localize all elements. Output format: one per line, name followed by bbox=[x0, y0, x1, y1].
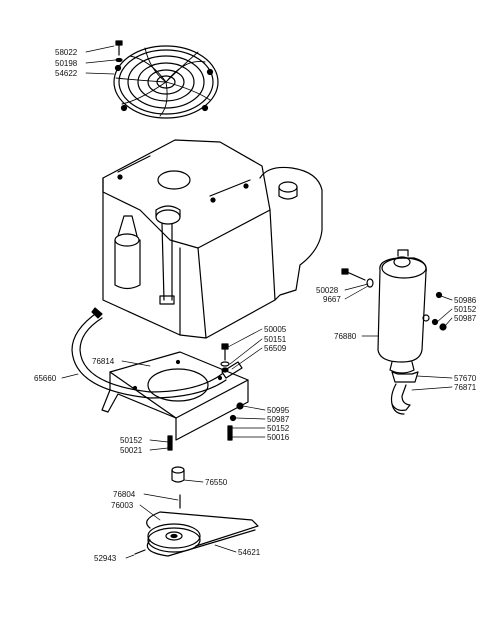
exhaust-elbow bbox=[390, 371, 419, 415]
callout-50986: 50986 bbox=[454, 296, 477, 305]
callout-65660: 65660 bbox=[34, 374, 57, 383]
muffler bbox=[377, 249, 430, 374]
callout-50152: 50152 bbox=[267, 424, 290, 433]
callout-50028: 50028 bbox=[316, 286, 339, 295]
callout-76814: 76814 bbox=[92, 357, 115, 366]
muffler-bolt bbox=[341, 268, 374, 288]
callout-50021: 50021 bbox=[120, 446, 143, 455]
fan-guard bbox=[113, 45, 219, 119]
callout-50198: 50198 bbox=[55, 59, 78, 68]
callout-58022: 58022 bbox=[55, 48, 78, 57]
callout-50151: 50151 bbox=[264, 335, 287, 344]
callout-54621: 54621 bbox=[238, 548, 261, 557]
hose bbox=[71, 307, 243, 399]
callout-76804: 76804 bbox=[113, 490, 136, 499]
callout-76880: 76880 bbox=[334, 332, 357, 341]
callout-76871: 76871 bbox=[454, 383, 477, 392]
leader-lines bbox=[61, 45, 453, 559]
callout-9667: 9667 bbox=[323, 295, 341, 304]
callout-50987: 50987 bbox=[267, 415, 290, 424]
callout-54622: 54622 bbox=[55, 69, 78, 78]
plate-bolt-stack bbox=[220, 343, 230, 373]
engine bbox=[102, 139, 323, 339]
callout-57670: 57670 bbox=[454, 374, 477, 383]
callout-50987-b: 50987 bbox=[454, 314, 477, 323]
callout-56509: 56509 bbox=[264, 344, 287, 353]
callout-50995: 50995 bbox=[267, 406, 290, 415]
mounting-plate bbox=[101, 351, 249, 441]
callout-76003: 76003 bbox=[111, 501, 134, 510]
callout-50005: 50005 bbox=[264, 325, 287, 334]
pulley-assembly bbox=[134, 466, 259, 557]
callout-76550: 76550 bbox=[205, 478, 228, 487]
callout-50152-b: 50152 bbox=[120, 436, 143, 445]
callout-50016: 50016 bbox=[267, 433, 290, 442]
callout-52943: 52943 bbox=[94, 554, 117, 563]
fan-guard-bolt bbox=[115, 40, 123, 63]
callout-50152-c: 50152 bbox=[454, 305, 477, 314]
